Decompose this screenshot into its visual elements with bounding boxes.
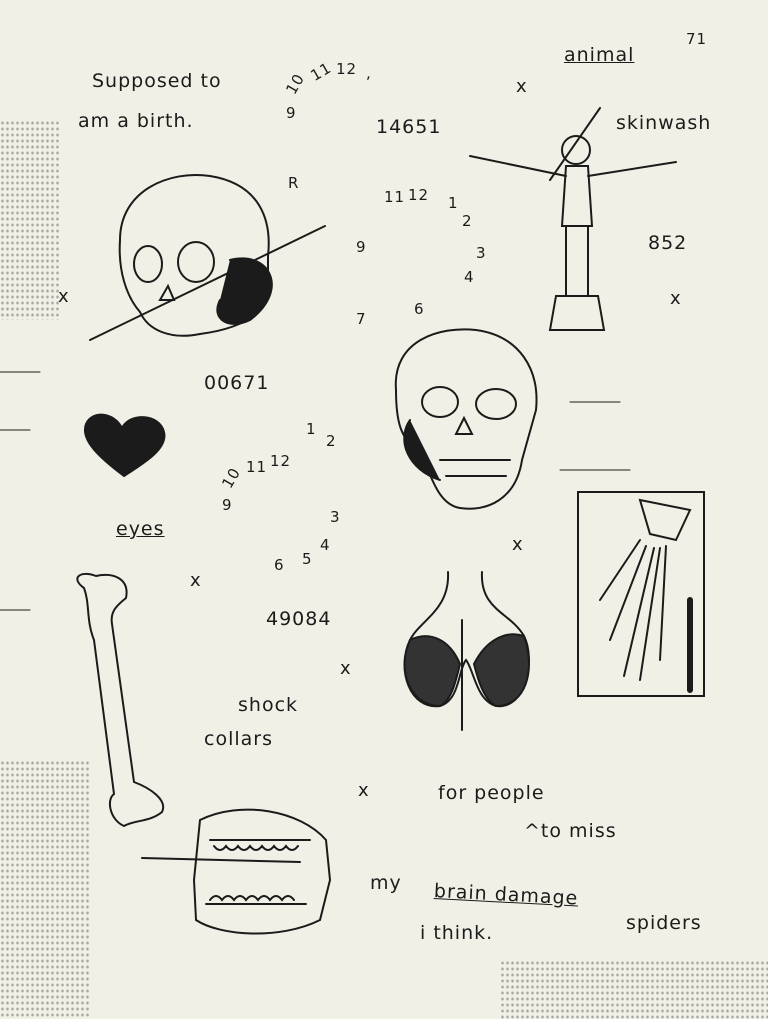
scribble-lines: [0, 371, 631, 611]
clock2-12: 12: [408, 186, 430, 204]
clock2-7: 7: [356, 310, 367, 328]
text-71: 71: [686, 30, 708, 48]
text-r: R: [288, 174, 300, 192]
paper-grain-left: [0, 120, 60, 320]
skeletal-hand-drawing: [577, 491, 705, 697]
x-mark: x: [516, 76, 527, 97]
text-birth: am a birth.: [78, 110, 194, 132]
clock3-1: 1: [306, 420, 317, 438]
clock2-9: 9: [356, 238, 367, 256]
x-mark: x: [512, 534, 523, 555]
text-for-people: for people: [438, 782, 545, 804]
clock2-2: 2: [462, 212, 473, 230]
clock3-11: 11: [246, 458, 268, 476]
clock3-9: 9: [222, 496, 233, 514]
clock1-9: 9: [286, 104, 297, 122]
clock2-3: 3: [476, 244, 487, 262]
clock2-11: 11: [384, 188, 406, 206]
text-my: my: [370, 872, 402, 894]
dentures-drawing: [141, 808, 332, 935]
text-skinwash: skinwash: [616, 112, 712, 134]
x-mark: x: [670, 288, 681, 309]
x-mark: x: [358, 780, 369, 801]
text-spiders: spiders: [626, 912, 702, 934]
clock2-4: 4: [464, 268, 475, 286]
bone-drawing: [76, 572, 165, 828]
text-i-think: i think.: [420, 922, 494, 944]
text-eyes: eyes: [116, 518, 165, 540]
clock3-2: 2: [326, 432, 337, 450]
skull-drawing-1: [89, 174, 326, 341]
text-collars: collars: [204, 728, 273, 750]
clock3-4: 4: [320, 536, 331, 554]
text-49084: 49084: [266, 608, 332, 630]
text-to-miss: ^to miss: [524, 820, 617, 842]
skull-drawing-2: [394, 328, 538, 510]
text-animal: animal: [564, 44, 635, 66]
x-mark: x: [190, 570, 201, 591]
clock1-mark: ,: [366, 64, 372, 82]
clock2-6: 6: [414, 300, 425, 318]
text-14651: 14651: [376, 116, 442, 138]
heart-drawing: [83, 413, 166, 478]
text-shock: shock: [238, 694, 299, 716]
clock1-12: 12: [336, 60, 358, 78]
clock2-1: 1: [448, 194, 459, 212]
x-mark: x: [58, 286, 69, 307]
mannequin-drawing: [469, 107, 677, 331]
text-852: 852: [648, 232, 688, 254]
text-00671: 00671: [204, 372, 270, 394]
paper-grain-bottom: [500, 960, 768, 1019]
kidneys-drawing: [403, 571, 530, 731]
text-supposed: Supposed to: [92, 70, 222, 92]
clock3-12: 12: [270, 452, 292, 470]
x-mark: x: [340, 658, 351, 679]
clock3-3: 3: [330, 508, 341, 526]
paper-grain-left-bottom: [0, 760, 90, 1019]
clock3-5: 5: [302, 550, 313, 568]
clock3-6: 6: [274, 556, 285, 574]
